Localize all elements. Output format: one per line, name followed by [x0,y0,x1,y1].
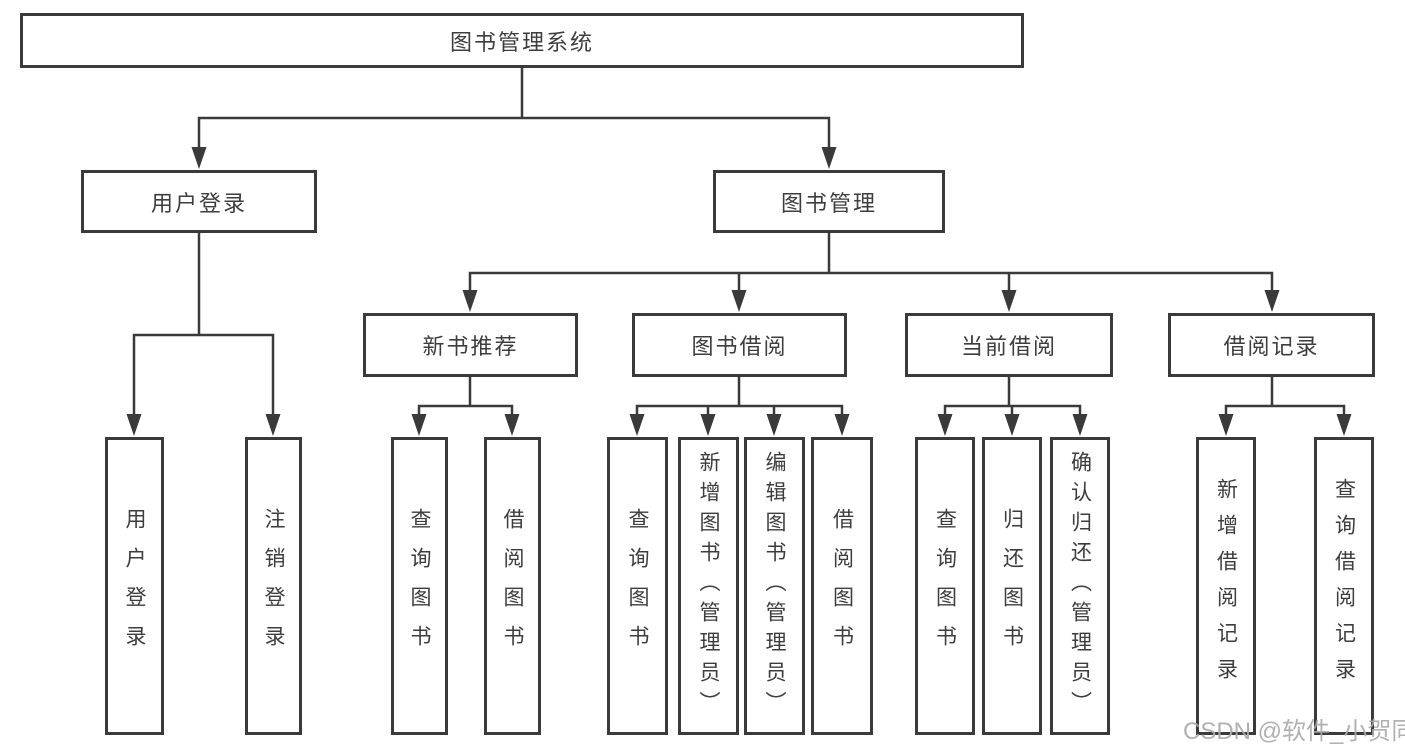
node-query-books-current-label: 查询图书 [933,508,957,664]
node-add-borrow-record: 新增借阅记录 [1196,437,1256,735]
node-query-books-recommend-label: 查询图书 [408,508,431,664]
node-confirm-return-admin: 确认归还（管理员） [1050,437,1110,735]
node-new-book-recommend-label: 新书推荐 [422,334,519,359]
node-borrow-books-borrowing-label: 借阅图书 [830,508,854,664]
node-login-action-label: 用户登录 [123,508,146,664]
node-user-login-label: 用户登录 [150,190,247,216]
node-borrow-books-recommend: 借阅图书 [484,437,541,735]
node-root-label: 图书管理系统 [449,29,594,55]
node-new-book-recommend: 新书推荐 [363,313,578,377]
node-confirm-return-admin-label: 确认归还（管理员） [1068,451,1092,721]
node-query-borrow-record-label: 查询借阅记录 [1332,478,1356,694]
node-logout-action: 注销登录 [245,437,302,735]
node-add-books-admin: 新增图书（管理员） [678,437,739,735]
node-borrowing-records: 借阅记录 [1168,313,1375,377]
node-edit-books-admin: 编辑图书（管理员） [744,437,805,735]
connector-lines [132,66,1346,418]
node-return-books: 归还图书 [982,437,1042,735]
node-return-books-label: 归还图书 [1000,508,1024,664]
node-current-borrowing: 当前借阅 [905,313,1113,377]
node-add-borrow-record-label: 新增借阅记录 [1214,478,1238,694]
node-book-borrowing-label: 图书借阅 [691,334,788,359]
node-query-books-current: 查询图书 [915,437,975,735]
watermark-text: CSDN @软件_小贺同学 [1183,718,1405,745]
node-query-borrow-record: 查询借阅记录 [1314,437,1374,735]
node-logout-action-label: 注销登录 [262,508,285,664]
node-book-borrowing: 图书借阅 [632,313,847,377]
node-borrowing-records-label: 借阅记录 [1223,334,1320,359]
node-book-management-label: 图书管理 [780,190,877,216]
node-borrow-books-recommend-label: 借阅图书 [501,508,524,664]
node-edit-books-admin-label: 编辑图书（管理员） [763,451,786,721]
node-query-books-recommend: 查询图书 [391,437,448,735]
arrowheads [126,147,1352,436]
node-current-borrowing-label: 当前借阅 [960,334,1057,359]
node-user-login: 用户登录 [81,170,317,233]
node-root: 图书管理系统 [20,13,1024,68]
node-add-books-admin-label: 新增图书（管理员） [697,451,720,721]
node-login-action: 用户登录 [105,437,164,735]
node-book-management: 图书管理 [713,170,945,233]
node-query-books-borrowing: 查询图书 [607,437,668,735]
node-borrow-books-borrowing: 借阅图书 [811,437,873,735]
node-query-books-borrowing-label: 查询图书 [626,508,649,664]
